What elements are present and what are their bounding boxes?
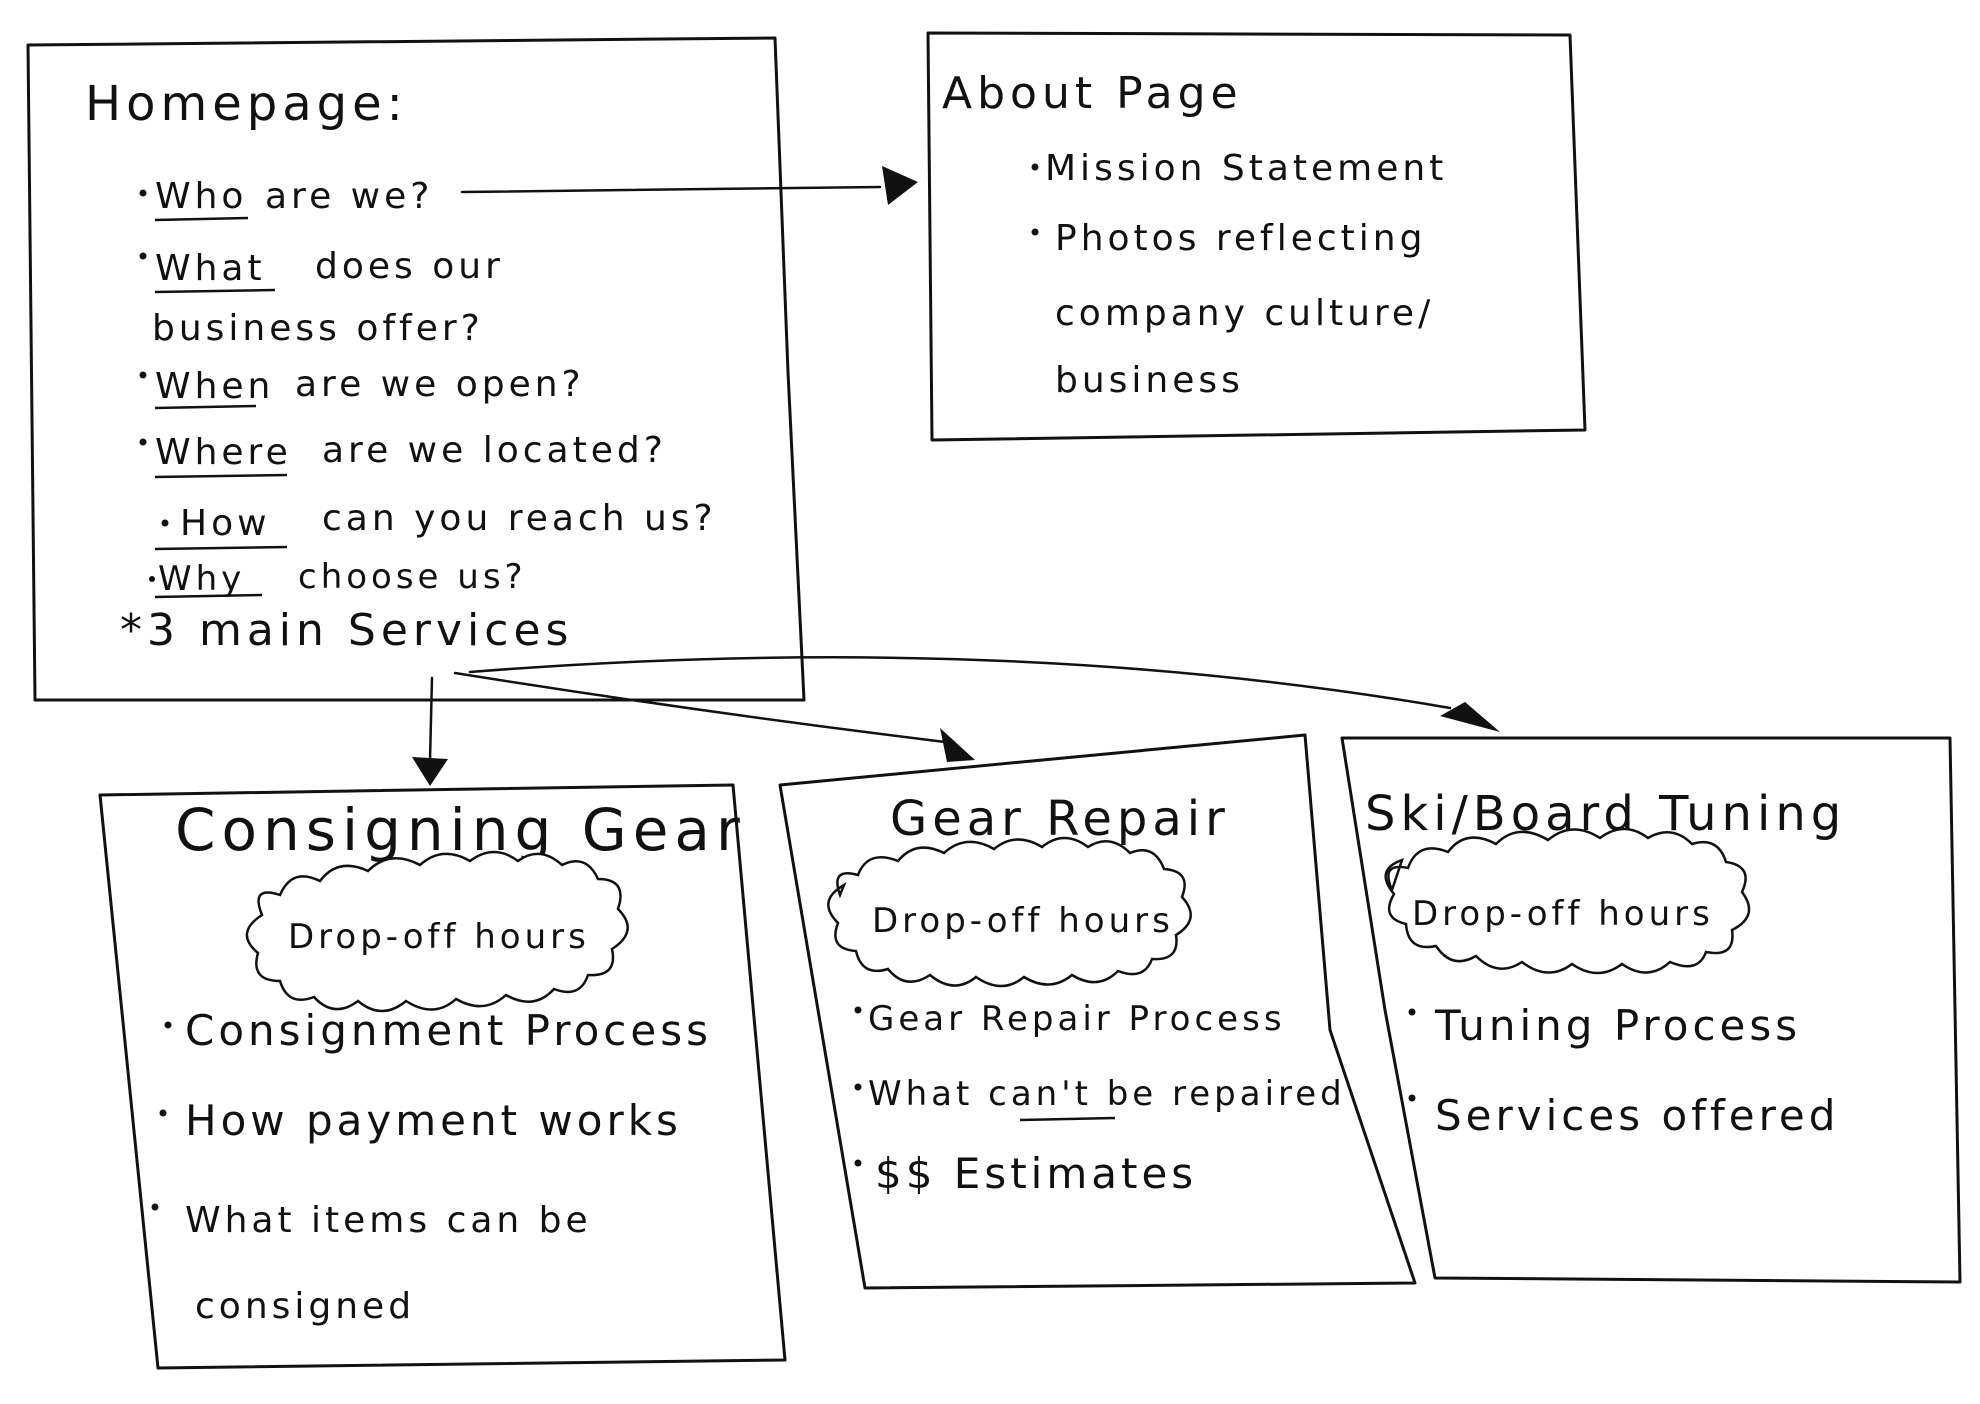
what-underline xyxy=(154,288,276,294)
consigning-cloud xyxy=(245,850,629,1013)
arrow-homepage-to-repair xyxy=(453,671,947,744)
tuning-cloud xyxy=(1384,827,1751,975)
homepage-who-rest: are we? xyxy=(265,176,433,217)
repair-item: Gear Repair Process xyxy=(868,999,1286,1039)
repair-list: Gear Repair Process What can't be repair… xyxy=(854,999,1346,1198)
arrow-homepage-to-tuning xyxy=(468,656,1452,710)
homepage-when-rest: are we open? xyxy=(295,364,585,405)
homepage-when-keyword: When xyxy=(155,366,274,407)
who-underline xyxy=(154,216,249,222)
homepage-why-rest: choose us? xyxy=(298,557,527,597)
gear-repair-box xyxy=(778,733,1417,1290)
bullet xyxy=(139,438,147,446)
tuning-title: Ski/Board Tuning xyxy=(1365,786,1846,842)
homepage-box xyxy=(26,36,806,702)
bullet xyxy=(151,1203,159,1211)
bullet xyxy=(854,1159,862,1167)
bullet xyxy=(1031,228,1039,236)
repair-item: What can't be repaired xyxy=(868,1074,1346,1114)
tuning-box xyxy=(1340,736,1962,1284)
homepage-how-rest: can you reach us? xyxy=(322,498,717,539)
arrow-repair-head xyxy=(940,728,975,762)
bullet xyxy=(1408,1094,1416,1102)
bullet xyxy=(149,576,155,582)
homepage-how-keyword: How xyxy=(180,503,271,544)
tuning-list: Tuning Process Services offered xyxy=(1408,1001,1839,1140)
about-item: business xyxy=(1055,360,1244,401)
repair-cloud-text: Drop-off hours xyxy=(872,901,1174,941)
bullet xyxy=(161,519,169,527)
homepage-where-rest: are we located? xyxy=(322,430,667,471)
how-underline xyxy=(154,545,288,551)
consigning-cloud-text: Drop-off hours xyxy=(288,917,590,957)
consigning-item: What items can be xyxy=(185,1200,592,1241)
homepage-what-keyword: What xyxy=(155,248,266,289)
arrow-homepage-to-consigning xyxy=(428,676,434,762)
bullet xyxy=(139,252,147,260)
arrow-homepage-to-about xyxy=(460,185,882,194)
homepage-list: Who are we? What does our business offer… xyxy=(139,176,717,599)
bullet xyxy=(139,371,147,379)
arrow-consigning-head xyxy=(412,757,448,786)
about-item: Photos reflecting xyxy=(1055,218,1426,259)
about-list: Mission Statement Photos reflecting comp… xyxy=(1031,148,1447,401)
homepage-what-rest: does our xyxy=(315,246,504,287)
cant-underline xyxy=(1019,1116,1116,1122)
where-underline xyxy=(154,473,288,479)
bullet xyxy=(164,1021,172,1029)
homepage-where-keyword: Where xyxy=(155,432,292,473)
bullet xyxy=(1408,1008,1416,1016)
arrow-tuning-head xyxy=(1440,702,1500,732)
homepage-business-offer: business offer? xyxy=(152,308,484,349)
about-page-box xyxy=(926,31,1587,442)
tuning-item: Tuning Process xyxy=(1434,1001,1801,1050)
tuning-cloud-text: Drop-off hours xyxy=(1412,894,1714,934)
about-item: Mission Statement xyxy=(1045,148,1447,189)
bullet xyxy=(1031,163,1039,171)
homepage-note: *3 main Services xyxy=(120,605,573,656)
why-underline xyxy=(154,593,263,599)
consigning-gear-box xyxy=(98,783,787,1370)
repair-item: $$ Estimates xyxy=(875,1149,1197,1198)
consigning-item: How payment works xyxy=(185,1096,682,1145)
tuning-item: Services offered xyxy=(1435,1091,1839,1140)
homepage-why-keyword: Why xyxy=(158,559,245,599)
consigning-title: Consigning Gear xyxy=(175,796,746,864)
bullet xyxy=(854,1083,862,1091)
when-underline xyxy=(154,404,257,410)
repair-cloud xyxy=(827,836,1192,988)
about-title: About Page xyxy=(942,68,1243,119)
consigning-item: consigned xyxy=(195,1286,415,1327)
homepage-who-keyword: Who xyxy=(155,176,247,217)
about-item: company culture/ xyxy=(1055,293,1434,334)
bullet xyxy=(854,1006,862,1014)
homepage-title: Homepage: xyxy=(85,76,408,132)
arrow-about-head xyxy=(882,166,918,205)
bullet xyxy=(159,1109,167,1117)
bullet xyxy=(139,189,147,197)
consigning-item: Consignment Process xyxy=(185,1006,712,1055)
consigning-list: Consignment Process How payment works Wh… xyxy=(151,1006,712,1327)
